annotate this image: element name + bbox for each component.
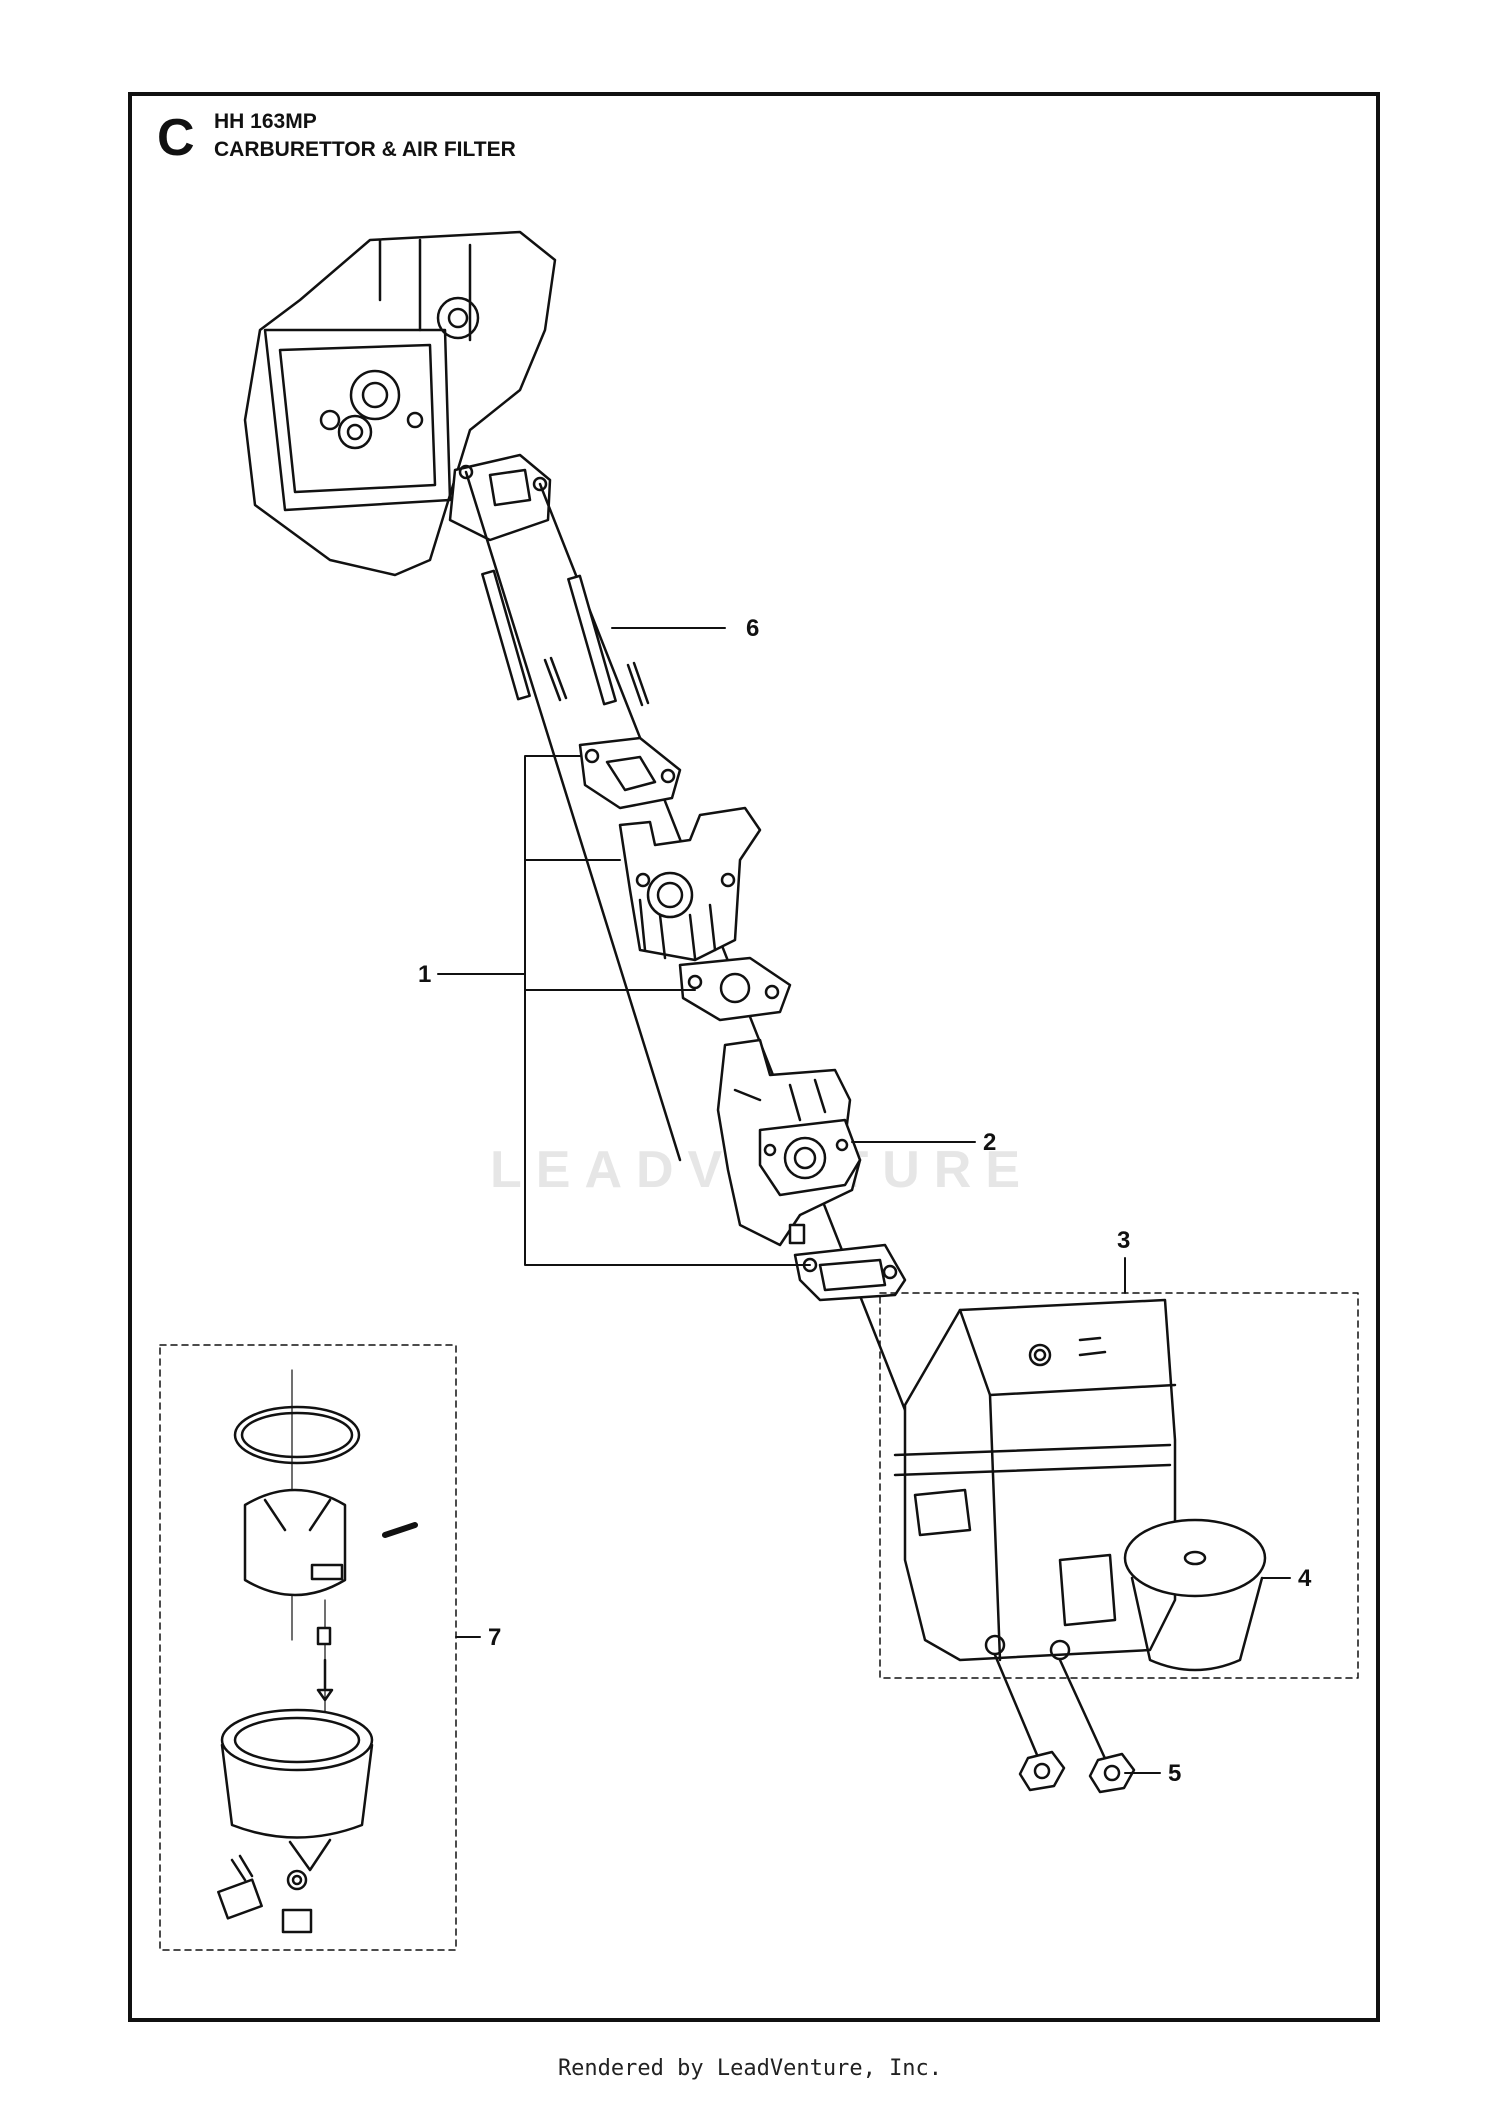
model-number: HH 163MP — [214, 110, 317, 133]
section-letter: C — [157, 109, 195, 167]
group-bracket-1 — [437, 755, 811, 1266]
housing-group-box — [879, 1292, 1359, 1679]
callout-3: 3 — [1117, 1227, 1130, 1254]
diagram-frame — [128, 92, 1380, 2022]
callout-6: 6 — [746, 615, 759, 642]
mounting-studs — [464, 470, 907, 1412]
callout-2: 2 — [983, 1129, 996, 1156]
carburettor-kit — [159, 1344, 457, 1951]
gasket-middle — [678, 956, 792, 1022]
callout-7: 7 — [488, 1624, 501, 1651]
cylinder-head — [243, 230, 557, 577]
diagram-title: CARBURETTOR & AIR FILTER — [214, 138, 516, 161]
carburettor — [716, 1038, 862, 1247]
leader-lines — [455, 627, 1291, 1774]
gasket-bottom — [793, 1243, 907, 1302]
nuts — [993, 1653, 1136, 1794]
air-filter-housing — [893, 1298, 1177, 1662]
air-filter-element — [1123, 1518, 1267, 1672]
callout-4: 4 — [1298, 1565, 1312, 1592]
callout-1: 1 — [418, 961, 431, 988]
gasket-top — [578, 736, 682, 810]
insulator-bracket — [618, 806, 762, 962]
callout-5: 5 — [1168, 1760, 1181, 1787]
render-footer: Rendered by LeadVenture, Inc. — [557, 2056, 943, 2081]
